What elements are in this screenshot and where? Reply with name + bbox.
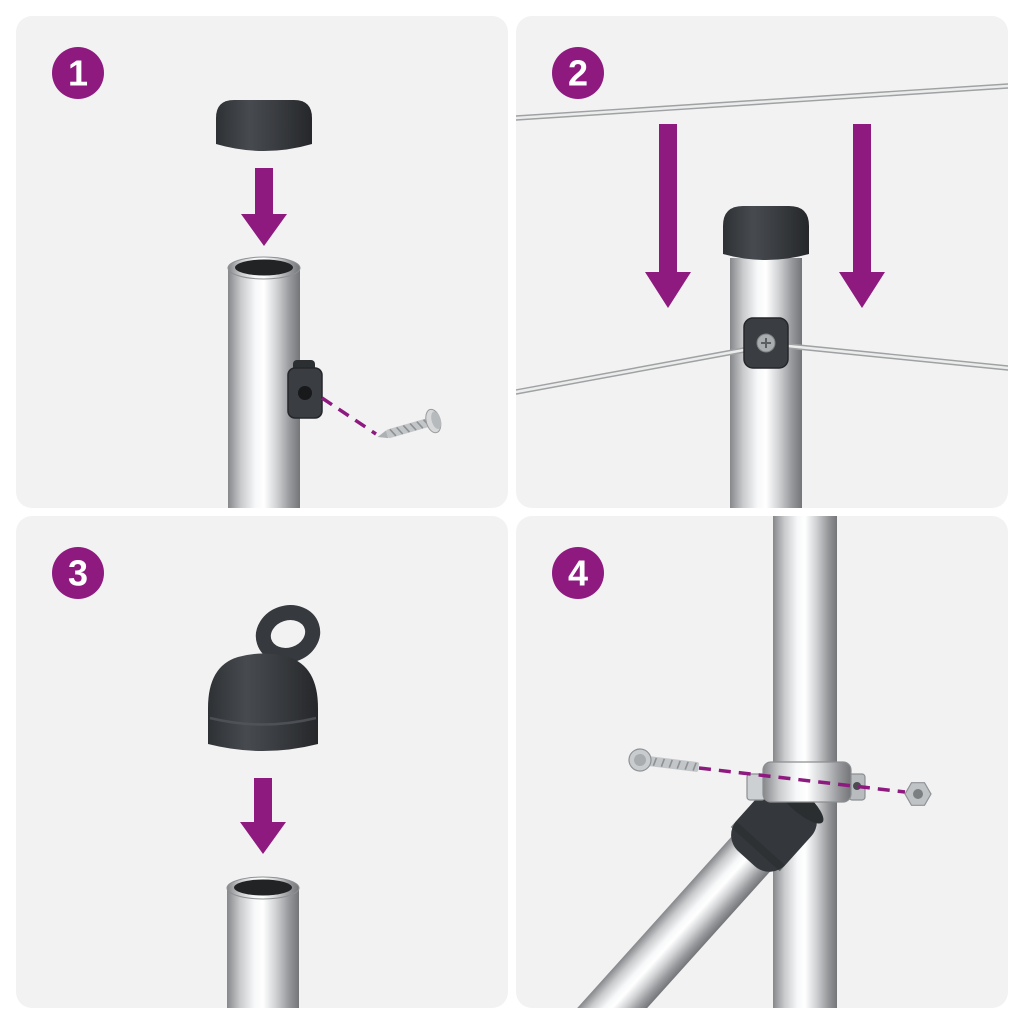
step-number-badge: 4 [552, 547, 604, 599]
step-panel-4: 4 [516, 516, 1008, 1008]
screw-guide-dashed-line [321, 396, 377, 436]
post-icon [226, 876, 300, 1008]
nut-icon [904, 782, 932, 806]
screw-icon [377, 408, 442, 439]
eye-loop-icon [255, 605, 321, 663]
wire-clip-icon [743, 317, 789, 369]
step-panel-3: 3 [16, 516, 508, 1008]
badge-circle [552, 47, 604, 99]
badge-circle [52, 547, 104, 599]
arrow-down-icon [241, 168, 287, 246]
arrow-down-icon [240, 778, 286, 854]
step-number: 4 [568, 553, 588, 594]
step-number-badge: 2 [552, 47, 604, 99]
step-2-illustration: 2 [516, 47, 1008, 508]
wire-clip-icon [287, 360, 323, 419]
step-panel-2: 2 [516, 16, 1008, 508]
post-cap-icon [216, 100, 312, 151]
screw-cross-slot [761, 338, 771, 348]
step-number-badge: 3 [52, 547, 104, 599]
post-icon [730, 258, 802, 508]
badge-circle [52, 47, 104, 99]
step-number: 3 [68, 553, 88, 594]
badge-circle [552, 547, 604, 599]
post-cap-icon [723, 206, 809, 260]
step-4-illustration: 4 [552, 516, 932, 1008]
bolt-guide-dashed-line [698, 766, 906, 794]
clamp-left-ear [746, 773, 766, 801]
step-3-illustration: 3 [52, 547, 321, 1008]
top-wire-icon [516, 83, 1008, 121]
arrow-down-left-icon [645, 124, 691, 308]
step-panel-1: 1 [16, 16, 508, 508]
step-number: 1 [68, 53, 88, 94]
eye-cap-icon [208, 605, 321, 751]
tension-wire-icon [516, 343, 1008, 395]
arrow-down-right-icon [839, 124, 885, 308]
step-1-illustration: 1 [52, 47, 442, 508]
step-number: 2 [568, 53, 588, 94]
step-number-badge: 1 [52, 47, 104, 99]
bolt-icon [628, 748, 699, 772]
